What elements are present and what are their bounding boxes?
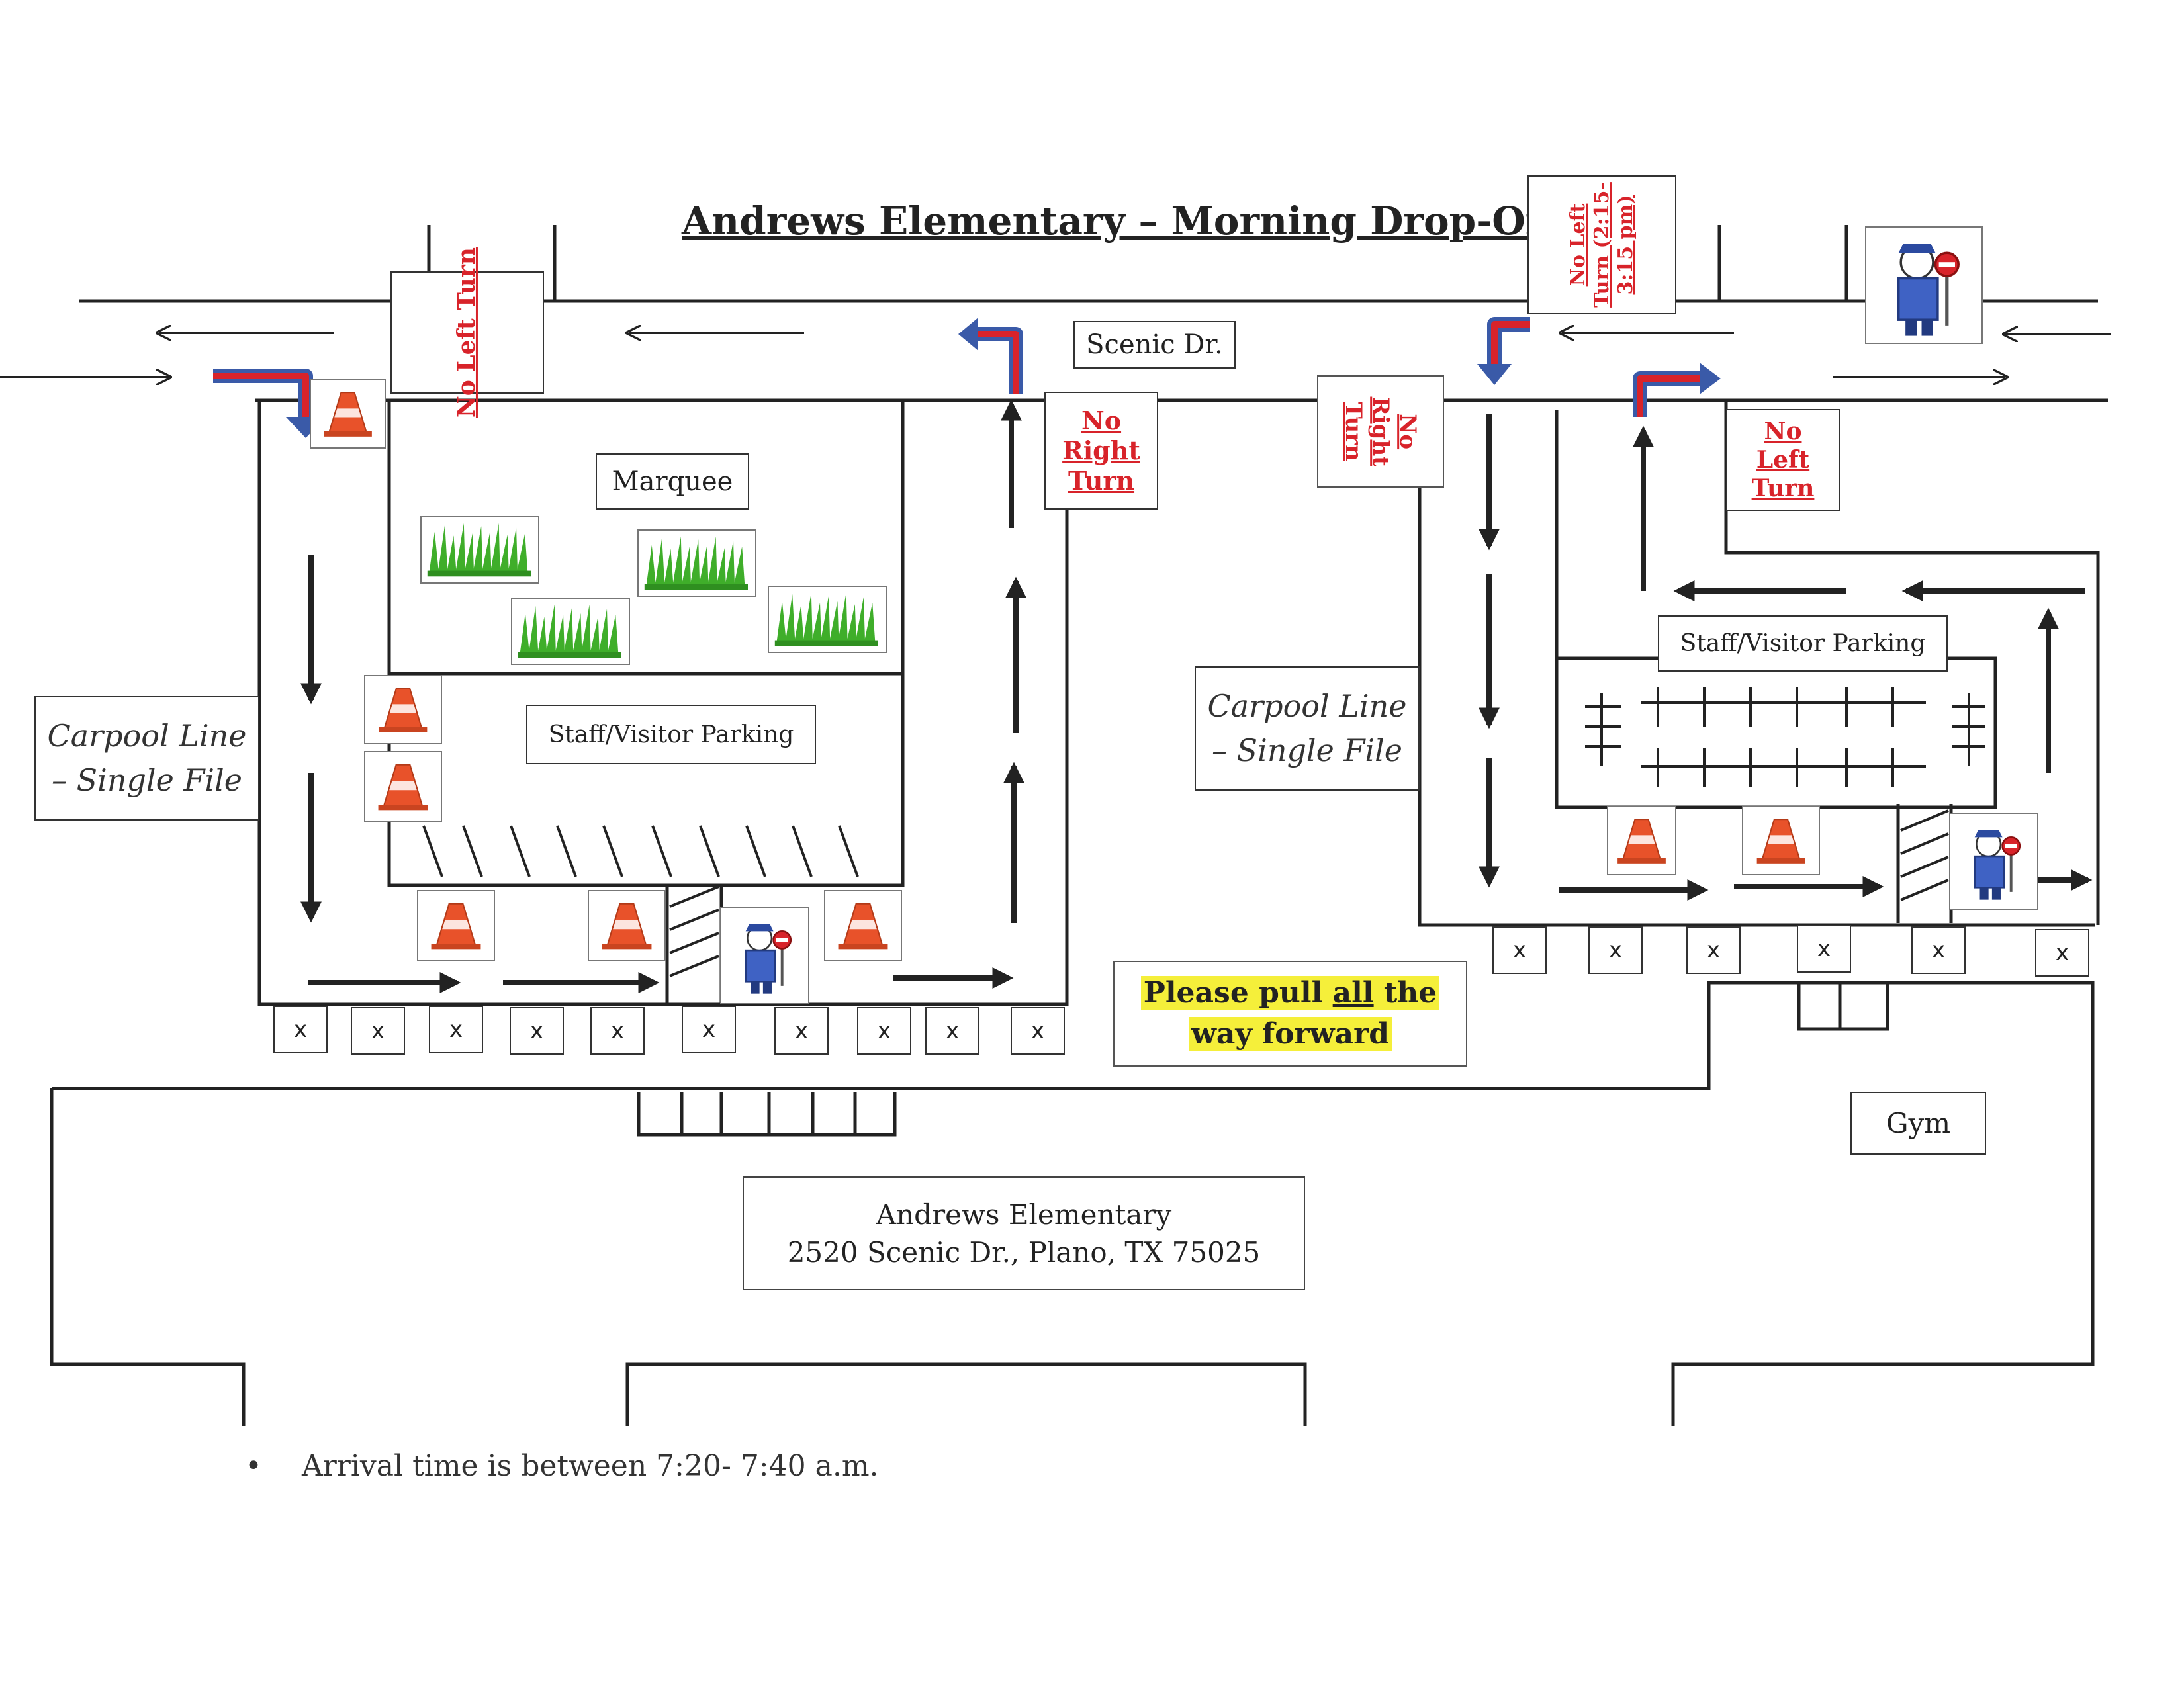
grass-patch-icon [511, 598, 630, 665]
no-left-turn-timed-sign: No Left Turn (2:15-3:15 pm) [1527, 175, 1676, 314]
drop-marker: x [351, 1007, 405, 1055]
page-title: Andrews Elementary – Morning Drop-Off [682, 199, 1557, 244]
drop-marker: x [2035, 929, 2089, 977]
school-address-label: Andrews Elementary 2520 Scenic Dr., Plan… [743, 1176, 1305, 1290]
crossing-guard-icon [720, 907, 809, 1004]
crossing-guard-icon [1949, 813, 2038, 910]
drop-marker: x [510, 1007, 564, 1055]
drop-marker: x [1797, 925, 1851, 973]
traffic-cone-icon [1742, 806, 1820, 875]
school-address: 2520 Scenic Dr., Plano, TX 75025 [787, 1236, 1261, 1268]
drop-marker: x [273, 1006, 328, 1053]
grass-patch-icon [637, 529, 756, 597]
drop-marker: x [1492, 926, 1547, 974]
no-right-turn-sign: No Right Turn [1044, 392, 1158, 510]
no-left-turn-sign-2: No Left Turn [1726, 409, 1840, 511]
gym-label: Gym [1850, 1092, 1986, 1155]
drop-marker: x [1911, 926, 1966, 974]
traffic-cone-icon [824, 890, 902, 961]
staff-parking-label-left: Staff/Visitor Parking [526, 705, 816, 764]
carpool-line-label-right: Carpool Line – Single File [1195, 666, 1420, 791]
grass-patch-icon [768, 586, 887, 653]
drop-marker: x [590, 1007, 645, 1055]
bullet-icon: • [245, 1449, 262, 1483]
drop-marker: x [682, 1006, 736, 1053]
no-right-turn-sign-2: No Right Turn [1317, 375, 1444, 488]
drop-marker: x [857, 1007, 911, 1055]
drop-marker: x [925, 1007, 979, 1055]
traffic-cone-icon [310, 379, 386, 449]
carpool-line-label-left: Carpool Line – Single File [34, 696, 259, 821]
traffic-cone-icon [1607, 806, 1676, 875]
traffic-cone-icon [417, 890, 495, 961]
street-label-scenic-dr: Scenic Dr. [1073, 321, 1236, 369]
traffic-cone-icon [364, 751, 442, 822]
drop-marker: x [429, 1006, 483, 1053]
staff-parking-label-right: Staff/Visitor Parking [1658, 615, 1948, 672]
no-left-turn-sign: No Left Turn [390, 247, 544, 418]
school-name: Andrews Elementary [876, 1198, 1172, 1231]
traffic-cone-icon [588, 890, 666, 961]
drop-marker: x [1588, 926, 1643, 974]
crossing-guard-icon [1865, 226, 1983, 344]
drop-marker: x [1011, 1007, 1065, 1055]
arrival-time-note: •Arrival time is between 7:20- 7:40 a.m. [245, 1449, 879, 1483]
pull-forward-notice: Please pull all the way forward [1113, 961, 1467, 1067]
marquee-label: Marquee [596, 453, 749, 510]
grass-patch-icon [420, 516, 539, 584]
drop-marker: x [1686, 926, 1741, 974]
drop-marker: x [774, 1007, 829, 1055]
traffic-cone-icon [364, 675, 442, 744]
